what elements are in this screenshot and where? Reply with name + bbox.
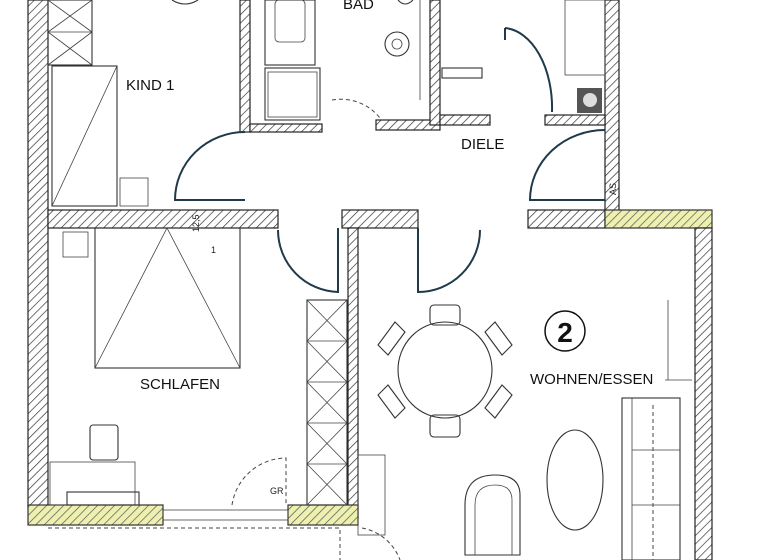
door-schlafen bbox=[277, 228, 339, 294]
desk-schlafen bbox=[49, 424, 140, 506]
coffee-table bbox=[546, 429, 604, 531]
annotation-gr: GR bbox=[270, 486, 284, 496]
door-wohnen bbox=[417, 228, 481, 294]
side-table bbox=[357, 300, 692, 536]
bed bbox=[62, 227, 241, 369]
bathtub bbox=[264, 0, 321, 121]
doors bbox=[173, 27, 606, 560]
room-label-schlafen: SCHLAFEN bbox=[140, 376, 220, 393]
sofa bbox=[621, 397, 681, 560]
desk-kind1 bbox=[51, 0, 199, 207]
annotation-dimension: 12,5 bbox=[191, 214, 201, 232]
unit-number: 2 bbox=[557, 317, 573, 348]
room-label-diele: DIELE bbox=[461, 136, 504, 153]
door-bad bbox=[331, 98, 381, 119]
door-kitchen bbox=[504, 27, 554, 113]
room-label-wohnen: WOHNEN/ESSEN bbox=[530, 371, 653, 388]
unit-number-badge: 2 bbox=[544, 310, 586, 352]
door-balcony bbox=[231, 457, 287, 506]
door-entrance bbox=[528, 129, 606, 201]
wardrobe-kind1 bbox=[47, 0, 93, 66]
dining-table bbox=[377, 304, 513, 438]
wardrobe-schlafen bbox=[306, 299, 348, 506]
kitchen-fixtures bbox=[564, 0, 606, 113]
annotation-one: 1 bbox=[211, 245, 216, 255]
annotation-as: AS bbox=[608, 183, 618, 195]
door-kind1 bbox=[173, 131, 246, 201]
room-label-bad: BAD bbox=[343, 0, 374, 13]
toilet bbox=[384, 0, 483, 100]
armchair bbox=[464, 474, 521, 556]
room-label-kind1: KIND 1 bbox=[126, 77, 174, 94]
